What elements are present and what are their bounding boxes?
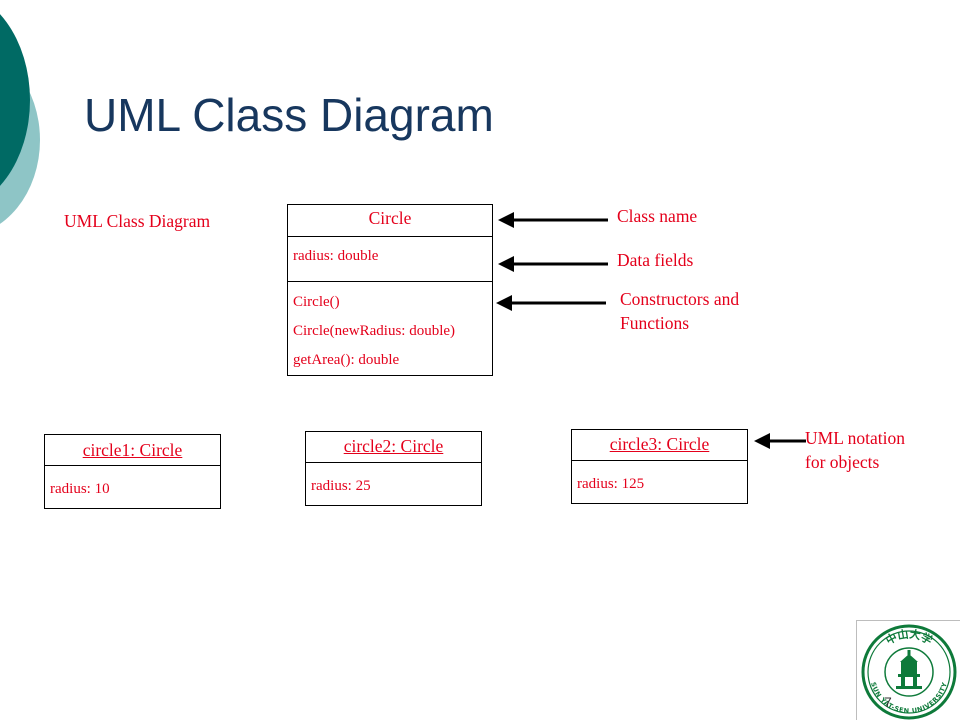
logo-frame [856,620,960,720]
object-name-compartment: circle1: Circle [45,435,220,466]
annotation-functions: Functions [620,313,690,333]
annotation-data-fields: Data fields [617,250,694,270]
corner-decoration [0,14,40,224]
arrow-data-fields [498,256,608,272]
arrow-objects [754,433,806,449]
method-line: Circle() [293,294,340,310]
object-field: radius: 25 [311,478,371,494]
object-fields-compartment: radius: 10 [45,466,220,498]
object-box-circle2: circle2: Circle radius: 25 [305,431,482,506]
annotation-constructors: Constructors and [620,289,740,309]
object-fields-compartment: radius: 125 [572,461,747,493]
method-line: Circle(newRadius: double) [293,323,456,339]
object-box-circle3: circle3: Circle radius: 125 [571,429,748,504]
annotation-class-name: Class name [617,206,698,226]
object-field: radius: 10 [50,481,110,497]
object-name: circle2: Circle [343,436,444,456]
data-fields-compartment: radius: double [288,237,492,282]
class-name-compartment: Circle [288,205,492,237]
object-box-circle1: circle1: Circle radius: 10 [44,434,221,509]
class-box-circle: Circle radius: double Circle() Circle(ne… [287,204,493,376]
page-number: 7 [884,694,892,710]
data-field: radius: double [293,248,379,264]
object-fields-compartment: radius: 25 [306,463,481,495]
object-field: radius: 125 [577,476,645,492]
method-line: getArea(): double [293,352,400,368]
arrow-constructors [496,295,606,311]
class-name: Circle [368,208,412,228]
diagram-caption: UML Class Diagram [64,211,211,231]
object-name-compartment: circle2: Circle [306,432,481,463]
object-name: circle3: Circle [609,434,710,454]
arrow-class-name [498,212,608,228]
annotation-uml-notation: UML notation [805,428,905,448]
sun-yat-sen-university-seal-icon: 中山大学 SUN YAT-SEN UNIVERSITY [861,624,957,720]
methods-compartment: Circle() Circle(newRadius: double) getAr… [288,282,492,375]
slide-title: UML Class Diagram [84,89,494,141]
annotation-for-objects: for objects [805,452,880,472]
object-name: circle1: Circle [82,440,183,460]
object-name-compartment: circle3: Circle [572,430,747,461]
